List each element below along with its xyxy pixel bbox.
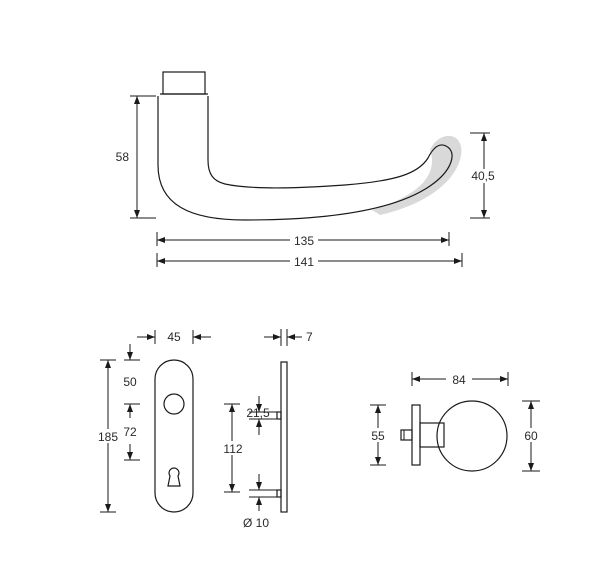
dim-cylinder-span: 112 bbox=[223, 442, 242, 456]
knob-ball bbox=[436, 400, 508, 472]
dim-135-arrow-left bbox=[157, 237, 165, 243]
dim-185-arrow-up bbox=[105, 360, 111, 368]
dim-pin-diameter: Ø 10 bbox=[243, 516, 269, 530]
dim-112-label-bg bbox=[218, 441, 248, 455]
dim-72-arrow-up bbox=[127, 404, 133, 412]
dim-plate-height: 185 bbox=[98, 430, 118, 444]
dim-84-arrow-left bbox=[412, 376, 420, 382]
dim-185-label-bg bbox=[93, 429, 123, 443]
lever-shadow bbox=[372, 135, 462, 215]
dim-rose-height: 55 bbox=[371, 429, 385, 443]
dim-7-arrow-left bbox=[273, 334, 281, 340]
lever-spindle-block bbox=[162, 71, 206, 95]
dim-141-arrow-left bbox=[157, 258, 165, 264]
plate-outline bbox=[154, 359, 194, 513]
plate-side-outline bbox=[280, 361, 288, 513]
dim-45-arrow-left bbox=[147, 334, 155, 340]
plate-side-view: 7 112 21,5 Ø 10 bbox=[218, 329, 313, 530]
plate-spindle-hole bbox=[163, 393, 185, 415]
dim-lever-length-inner: 135 bbox=[294, 234, 314, 248]
dim-plate-top-offset: 50 bbox=[123, 375, 137, 389]
dim-d10-arrow-down bbox=[256, 482, 262, 490]
plate-side-pin-top bbox=[276, 411, 282, 420]
dim-7-arrow-right bbox=[287, 334, 295, 340]
dim-60-arrow-down bbox=[528, 463, 534, 471]
dim-60-arrow-up bbox=[528, 401, 534, 409]
dim-lever-height: 58 bbox=[116, 150, 130, 164]
dim-55-label-bg bbox=[366, 428, 390, 442]
dim-135-label-bg bbox=[290, 233, 318, 247]
dim-58-arrow-down bbox=[134, 210, 140, 218]
dim-55-arrow-up bbox=[375, 405, 381, 413]
dim-141-label-bg bbox=[290, 254, 318, 268]
dim-plate-thickness: 7 bbox=[306, 330, 313, 344]
dim-112-arrow-up bbox=[229, 404, 235, 412]
dim-lever-length-total: 141 bbox=[294, 255, 314, 269]
dim-45-arrow-right bbox=[193, 334, 201, 340]
dim-ball-height: 60 bbox=[524, 429, 538, 443]
knob-rose bbox=[411, 404, 421, 466]
dim-72-arrow-down bbox=[127, 452, 133, 460]
dim-cylinder-depth: 21,5 bbox=[246, 406, 270, 420]
plate-side-pin-bottom bbox=[276, 489, 282, 498]
plate-front-view: 45 185 50 72 bbox=[93, 330, 211, 513]
dim-grip-height: 40,5 bbox=[471, 169, 495, 183]
dim-141-arrow-right bbox=[454, 258, 462, 264]
dim-knob-width: 84 bbox=[452, 373, 466, 387]
dim-50-arrow bbox=[127, 352, 133, 360]
dim-112-arrow-down bbox=[229, 484, 235, 492]
lever-handle-view: 58 40,5 135 141 bbox=[116, 71, 498, 269]
dim-55-arrow-down bbox=[375, 457, 381, 465]
plate-cylinder-hole bbox=[167, 467, 181, 487]
dim-plate-width: 45 bbox=[167, 330, 181, 344]
dim-185-arrow-down bbox=[105, 504, 111, 512]
dim-84-label-bg bbox=[446, 372, 472, 386]
dim-58-arrow-up bbox=[134, 96, 140, 104]
dim-40-arrow-down bbox=[481, 210, 487, 218]
lever-outline bbox=[157, 96, 453, 221]
dim-135-arrow-right bbox=[441, 237, 449, 243]
knob-spindle bbox=[400, 429, 413, 441]
knob-neck bbox=[419, 422, 445, 448]
dim-spindle-to-cylinder: 72 bbox=[123, 425, 137, 439]
dim-40-label-bg bbox=[468, 169, 498, 183]
dim-d10-arrow-up bbox=[256, 497, 262, 505]
dim-21-arrow-up bbox=[256, 419, 262, 427]
dim-60-label-bg bbox=[519, 428, 543, 442]
dim-40-arrow-up bbox=[481, 133, 487, 141]
dim-84-arrow-right bbox=[500, 376, 508, 382]
knob-view: 84 55 60 bbox=[366, 372, 543, 472]
dim-21-arrow-down bbox=[256, 404, 262, 412]
